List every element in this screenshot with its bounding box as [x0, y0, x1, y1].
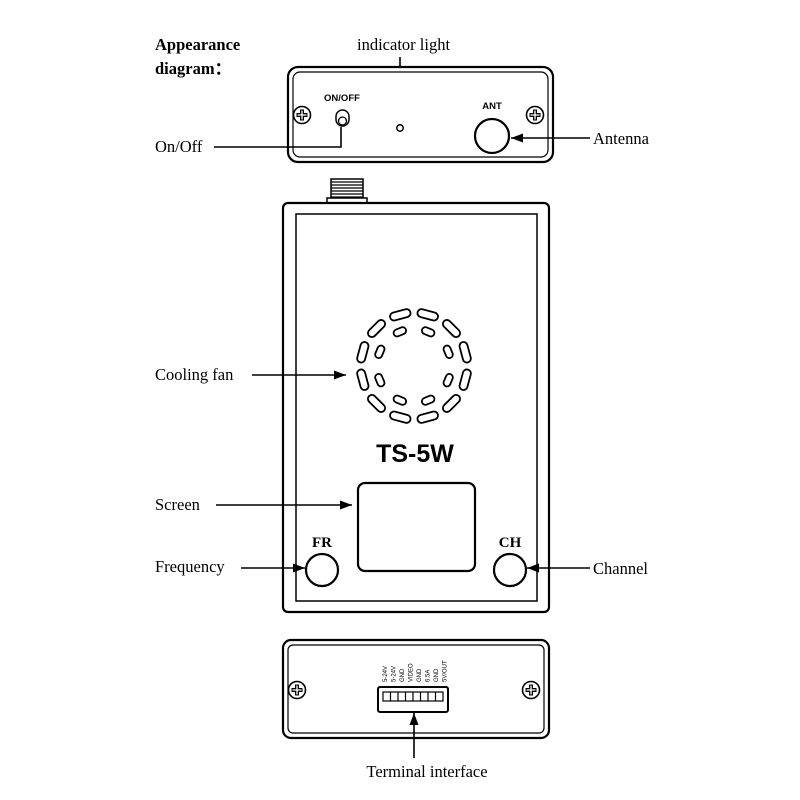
title-line-2: diagram：	[155, 59, 231, 78]
terminal-pin-label: 5V/OUT	[443, 660, 449, 682]
frequency-button	[304, 552, 340, 588]
terminal-pin-label: 5-24V	[383, 666, 389, 682]
terminal-pin-labels: 5-24V 5-24V GND VIDEO GND 6.5A GND 5V/OU…	[383, 660, 449, 682]
terminal-pin-label: 5-24V	[392, 666, 398, 682]
terminal-pin-label: GND	[417, 668, 423, 682]
fr-button-label: FR	[312, 535, 332, 551]
antenna-jack	[473, 117, 511, 155]
main-body: TS-5W FR CH	[281, 201, 551, 614]
fan-vent-slot	[392, 394, 408, 406]
main-body-inner-outline	[295, 213, 538, 602]
indicator-light	[396, 124, 404, 132]
fan-vent-slot	[441, 393, 461, 413]
fan-vent-slot	[458, 368, 472, 391]
main-body-outline	[281, 201, 551, 614]
fan-vent-slot	[389, 308, 412, 322]
display-screen	[356, 481, 477, 573]
terminal-connector	[377, 686, 449, 713]
cooling-fan-vents	[356, 308, 472, 424]
antenna-label: Antenna	[593, 129, 650, 148]
fan-vent-slot	[416, 308, 439, 322]
screw-icon	[524, 104, 546, 126]
fan-vent-slot	[420, 326, 436, 338]
terminal-pin-label: 6.5A	[426, 670, 432, 682]
fan-vent-slot	[389, 410, 412, 424]
cooling-fan-label: Cooling fan	[155, 365, 233, 384]
fan-vent-slot	[441, 319, 461, 339]
sma-antenna-connector	[326, 178, 368, 205]
fan-vent-slot	[392, 326, 408, 338]
fan-vent-slot	[374, 344, 386, 360]
model-name: TS-5W	[376, 440, 454, 468]
antenna-jack-label: ANT	[482, 101, 502, 112]
fan-vent-slot	[374, 372, 386, 388]
frequency-label: Frequency	[155, 557, 225, 576]
on-off-leader-line	[214, 127, 342, 148]
screw-icon	[520, 679, 542, 701]
fan-vent-slot	[367, 319, 387, 339]
fan-vent-slot	[442, 344, 454, 360]
channel-label: Channel	[593, 559, 648, 578]
ch-button-label: CH	[499, 535, 522, 551]
fan-vent-slot	[442, 372, 454, 388]
screw-icon	[291, 104, 313, 126]
top-panel: ON/OFF ANT	[286, 65, 555, 164]
on-off-label: On/Off	[155, 137, 203, 156]
title-line-1: Appearance	[155, 35, 240, 54]
fan-vent-slot	[367, 393, 387, 413]
terminal-pin-label: GND	[434, 668, 440, 682]
fan-vent-slot	[356, 368, 370, 391]
terminal-pin-label: VIDEO	[409, 663, 415, 682]
bottom-panel: 5-24V 5-24V GND VIDEO GND 6.5A GND 5V/OU…	[281, 638, 551, 740]
fan-vent-slot	[420, 394, 436, 406]
fan-vent-slot	[416, 410, 439, 424]
terminal-pin-label: GND	[400, 668, 406, 682]
screw-icon	[286, 679, 308, 701]
power-switch	[335, 109, 350, 127]
indicator-light-label: indicator light	[357, 35, 450, 54]
fan-vent-slot	[356, 341, 370, 364]
terminal-interface-label: Terminal interface	[366, 762, 487, 781]
channel-button	[492, 552, 528, 588]
on-off-switch-label: ON/OFF	[324, 93, 360, 104]
fan-vent-slot	[458, 341, 472, 364]
screen-label: Screen	[155, 495, 200, 514]
